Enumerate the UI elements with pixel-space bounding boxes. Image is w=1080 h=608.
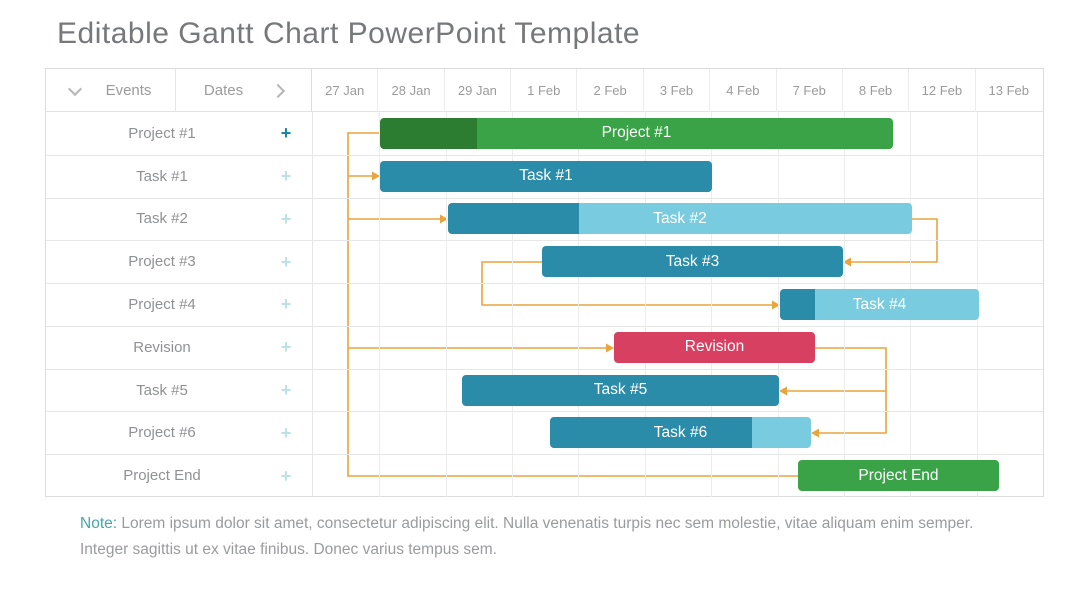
page-title: Editable Gantt Chart PowerPoint Template [57,17,641,50]
event-row-project-6: Project #6 + [46,411,312,454]
grid-line [644,112,646,497]
connector-arrowhead [811,428,819,438]
plus-icon[interactable]: + [280,380,292,401]
chart-area: Project #1 Task #1 Task #2 Task #3 Task #4 Re… [313,112,1043,497]
note-label: Note: [80,515,118,532]
gantt-bar-label: Project End [858,466,939,484]
gantt-bar-label: Task #2 [653,209,707,227]
date-column-header: 12 Feb [909,69,976,112]
table-body: Project #1+Task #1+Task #2+Project #3+Pr… [46,112,1043,497]
date-column-header: 4 Feb [710,69,777,112]
connector-arrowhead [779,386,787,396]
gantt-bar-label: Task #6 [653,423,708,441]
plus-icon[interactable]: + [280,123,292,144]
plus-icon[interactable]: + [280,166,292,187]
date-column-header: 1 Feb [511,69,578,112]
grid-line [711,112,713,497]
gantt-bar-task-2[interactable]: Task #2 [448,203,912,235]
gantt-bar-task-1[interactable]: Task #1 [380,160,712,192]
plus-icon[interactable]: + [280,422,292,443]
event-row-label: Task #2 [136,210,188,228]
plus-icon[interactable]: + [280,337,292,358]
event-row-label: Task #5 [136,381,188,399]
events-header-label: Events [105,82,152,99]
row-divider [46,197,1043,199]
connector-arrowhead [440,214,448,224]
date-column-header: 13 Feb [988,83,1030,98]
gantt-bar-label: Project #1 [601,124,672,142]
gantt-bar-project-end[interactable]: Project End [798,460,999,492]
event-row-project-end: Project End + [46,454,312,497]
row-divider [46,154,1043,156]
connector-arrowhead [606,343,614,353]
event-row-label: Task #1 [136,167,188,185]
date-column-header: 2 Feb [577,69,644,112]
grid-line [512,112,514,497]
events-panel: Project #1+Task #1+Task #2+Project #3+Pr… [46,112,312,497]
gantt-bar-task-6[interactable]: Task #6 [550,417,811,449]
gantt-bar-label: Task #5 [593,381,648,399]
note-body: Lorem ipsum dolor sit amet, consectetur … [80,515,974,558]
date-column-header: 3 Feb [644,69,711,112]
grid-line [379,112,381,497]
grid-line [445,112,447,497]
plus-icon[interactable]: + [280,465,292,486]
event-row-task-2: Task #2 + [46,198,312,241]
connector-arrowhead [772,300,780,310]
grid-line [777,112,779,497]
events-header-cell: Events [46,69,176,112]
date-column-header: 29 Jan [445,69,512,112]
event-row-label: Project #1 [128,124,196,142]
dates-header-cell: Dates [176,69,312,112]
event-row-label: Revision [133,338,191,356]
plus-icon[interactable]: + [280,208,292,229]
gantt-bar-label: Revision [684,338,745,356]
date-column-header: 28 Jan [378,69,445,112]
gantt-bar-project-1[interactable]: Project #1 [380,117,893,149]
plus-icon[interactable]: + [280,294,292,315]
row-divider [46,368,1043,370]
gantt-bar-task-4[interactable]: Task #4 [780,289,979,320]
event-row-revision: Revision + [46,326,312,369]
connector-revision-to-task6-end [815,347,887,434]
row-divider [46,240,1043,242]
event-row-project-3: Project #3 + [46,240,312,283]
row-divider [46,411,1043,413]
event-row-label: Project End [123,467,201,485]
panel-divider [312,112,313,497]
gantt-bar-task-3[interactable]: Task #3 [542,246,843,278]
row-divider [46,454,1043,456]
date-column-header: 8 Feb [843,69,910,112]
date-column-header: 27 Jan [312,69,379,112]
event-row-task-5: Task #5 + [46,369,312,412]
gantt-bar-label: Task #3 [665,252,720,270]
chevron-right-icon[interactable] [271,83,286,98]
event-row-label: Project #3 [128,253,196,271]
note-text: Note: Lorem ipsum dolor sit amet, consec… [80,511,992,563]
event-row-project-1: Project #1 + [46,112,312,155]
gantt-bar-task-5[interactable]: Task #5 [462,374,779,406]
gantt-bar-revision[interactable]: Revision [614,331,815,363]
event-row-task-1: Task #1 + [46,155,312,198]
row-divider [46,325,1043,327]
date-column-header: 7 Feb [777,69,843,112]
row-divider [46,283,1043,285]
event-row-project-4: Project #4 + [46,283,312,326]
event-row-label: Project #6 [128,424,196,442]
event-row-label: Project #4 [128,295,196,313]
plus-icon[interactable]: + [280,251,292,272]
gantt-bar-label: Task #4 [852,295,907,313]
gantt-bar-label: Task #1 [519,167,573,185]
dates-header-label: Dates [203,82,244,99]
grid-line [578,112,580,497]
chevron-down-icon[interactable] [67,81,82,96]
